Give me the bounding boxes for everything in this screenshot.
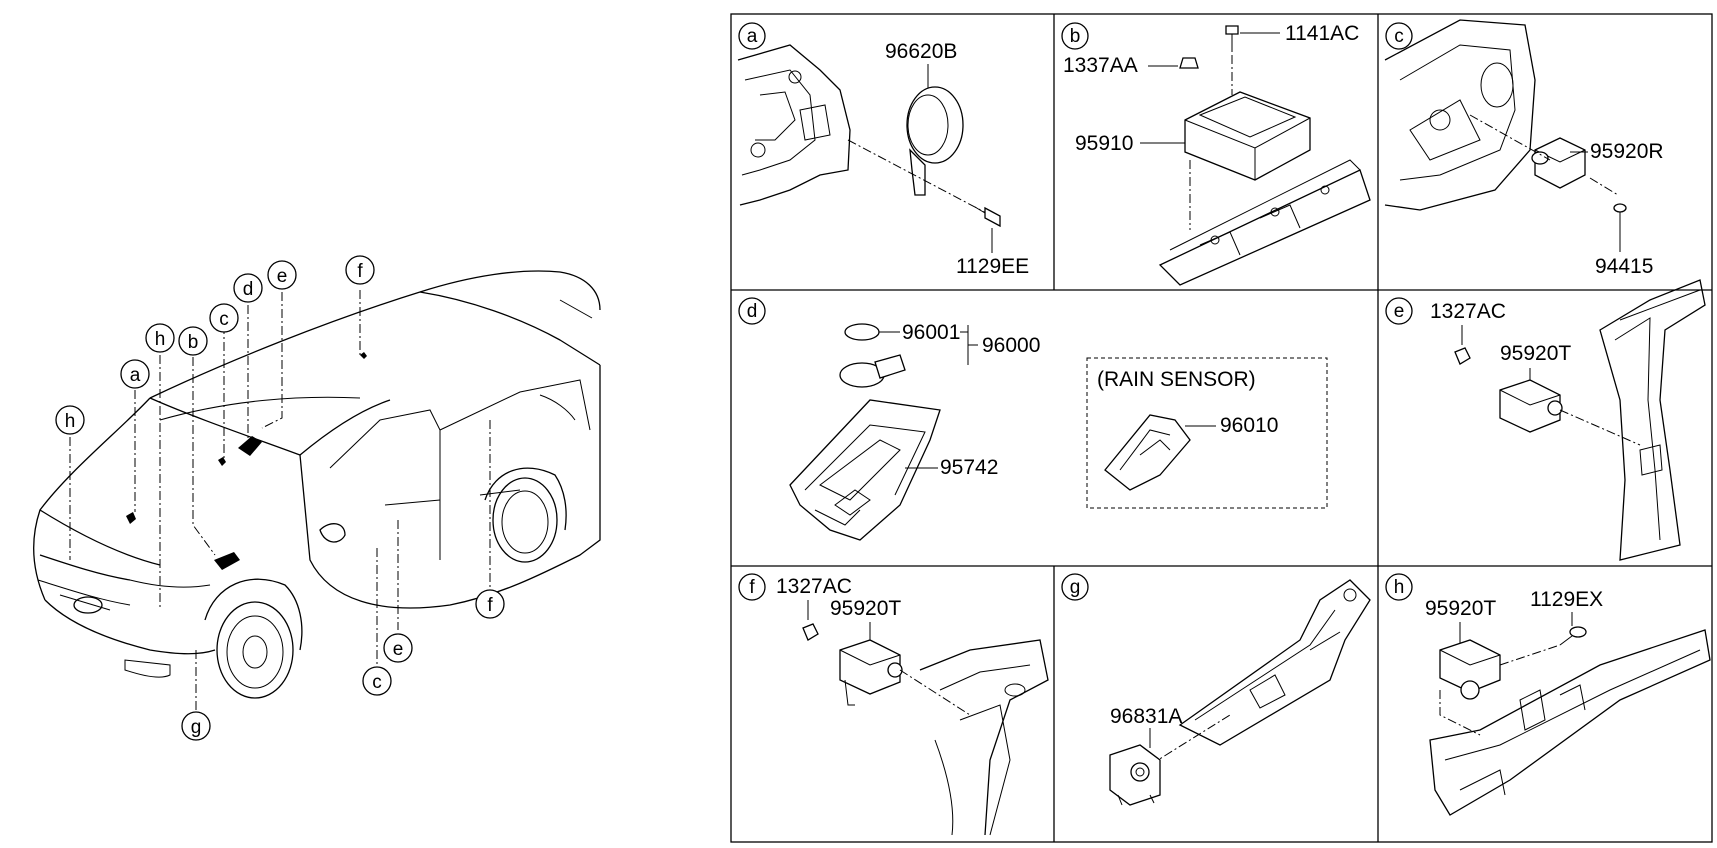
callout-label: f (487, 595, 493, 616)
sensor-part (839, 639, 903, 706)
frame-structure (1178, 579, 1371, 746)
inset-title: (RAIN SENSOR) (1097, 368, 1256, 391)
sensor-part (1499, 379, 1563, 433)
bracket-cover (789, 399, 941, 541)
part-number: 95910 (1075, 132, 1133, 155)
part-number: 96620B (885, 40, 957, 63)
callout-label: h (65, 411, 76, 432)
part-number: 94415 (1595, 255, 1653, 278)
impact-sensor (1109, 744, 1161, 806)
callout-f-top: f (345, 255, 375, 285)
body-structure (919, 639, 1049, 836)
panel-letter: f (749, 577, 755, 598)
screw-part (1559, 626, 1587, 646)
part-number: 96010 (1220, 414, 1278, 437)
part-number: 96000 (982, 334, 1040, 357)
part-number: 95920T (830, 597, 901, 620)
bracket-structure (737, 44, 851, 206)
panel-letter: h (1394, 577, 1405, 598)
part-number: 1327AC (776, 575, 852, 598)
sensor-mark-d (238, 436, 262, 456)
panel-d: d 96001 96000 95742 (RAIN SENSOR) (738, 297, 1328, 541)
panel-letter: c (1394, 26, 1404, 47)
sensor-part (1439, 639, 1501, 700)
callout-label: c (372, 672, 382, 693)
sensor-mark-c (218, 457, 226, 466)
screw-part (1613, 203, 1627, 225)
panel-g: g 96831A (1061, 573, 1371, 806)
panel-b: b 1141AC 1337AA 95910 (1061, 22, 1371, 286)
callout-c-bottom: c (362, 666, 392, 696)
callout-b: b (178, 326, 208, 356)
callout-label: e (277, 266, 288, 287)
callout-h-left: h (55, 405, 85, 435)
bolt-part (974, 206, 1001, 228)
panel-c: c 95920R 94415 (1384, 19, 1664, 278)
panel-letter: b (1070, 26, 1081, 47)
bolt-part (1225, 25, 1239, 52)
part-number: 95742 (940, 456, 998, 479)
nut-part (802, 623, 819, 641)
camera-sensor (839, 354, 906, 388)
part-number: 95920R (1590, 140, 1664, 163)
rain-sensor-part (1104, 414, 1191, 491)
callout-label: g (191, 717, 202, 738)
callout-label: e (393, 639, 404, 660)
part-number: 96001 (902, 321, 960, 344)
gasket-part (844, 323, 880, 341)
panel-a: a 96620B 1129EE (737, 22, 1029, 278)
callout-label: c (219, 309, 229, 330)
pillar-structure (1599, 279, 1706, 561)
sensor-mark-f (360, 352, 367, 359)
callout-label: f (357, 261, 363, 282)
part-number: 95920T (1425, 597, 1496, 620)
panel-h: h 95920T 1129EX (1385, 573, 1711, 816)
callout-f-bottom: f (475, 589, 505, 619)
panel-letter: d (747, 301, 758, 322)
rain-sensor-inset: (RAIN SENSOR) 96010 (1086, 357, 1328, 509)
part-number: 1327AC (1430, 300, 1506, 323)
sensor-mark-b (214, 552, 240, 570)
horn-part (906, 86, 964, 196)
callout-a: a (120, 359, 150, 389)
sensor-mark-a (126, 512, 136, 524)
callout-label: a (130, 365, 141, 386)
panel-e: e 1327AC 95920T (1385, 279, 1706, 561)
callout-leaders (69, 290, 491, 710)
car-body-outline (33, 270, 601, 699)
callout-e-top: e (267, 260, 297, 290)
callout-d: d (233, 273, 263, 303)
part-number: 1129EE (956, 255, 1029, 278)
callout-h-mid: h (145, 323, 175, 353)
part-number: 95920T (1500, 342, 1571, 365)
callout-label: b (188, 332, 199, 353)
part-number: 96831A (1110, 705, 1182, 728)
floor-rail (1158, 159, 1371, 286)
panel-f: f 1327AC 95920T (738, 573, 1049, 836)
airbag-module (1184, 91, 1311, 181)
callout-e-bottom: e (383, 633, 413, 663)
part-number: 1129EX (1530, 588, 1603, 611)
panel-letter: e (1394, 301, 1405, 322)
callout-label: d (243, 279, 254, 300)
part-number: 1141AC (1285, 22, 1359, 45)
nut-part (1454, 347, 1471, 365)
rear-frame-structure (1429, 629, 1711, 816)
panel-grid (730, 13, 1713, 843)
panel-letter: a (747, 26, 758, 47)
car-overview: h a h b c d e f c e f g (33, 255, 601, 741)
sensor-part (1531, 137, 1586, 189)
door-inner-panel (1384, 19, 1536, 211)
callout-label: h (155, 329, 166, 350)
nut-part (1179, 57, 1199, 69)
part-number: 1337AA (1063, 54, 1138, 77)
panel-letter: g (1070, 577, 1081, 598)
callout-g: g (181, 711, 211, 741)
callout-c-top: c (209, 303, 239, 333)
